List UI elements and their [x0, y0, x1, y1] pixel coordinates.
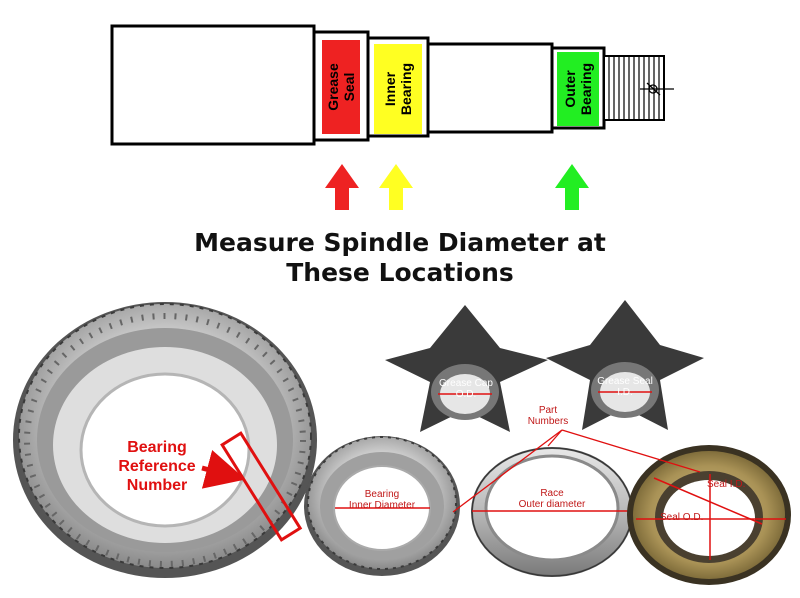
svg-text:Inner: Inner	[382, 71, 398, 106]
grease-seal-id-label: Grease Seal I.D.	[597, 376, 653, 398]
headline-line-2: These Locations	[286, 258, 514, 287]
svg-text:Seal: Seal	[341, 73, 357, 102]
bearing-reference-arrow	[201, 449, 246, 489]
grease-seal-label: Grease Seal	[325, 63, 357, 111]
headline-line-1: Measure Spindle Diameter at	[194, 228, 606, 257]
outer-bearing-band	[557, 52, 599, 126]
spindle-threads	[608, 56, 660, 120]
seal-od-label: Seal O.D.	[660, 512, 704, 523]
part-numbers-leaders	[452, 429, 701, 513]
red-arrow-icon	[325, 164, 359, 210]
bearing-reference-highlight	[220, 431, 303, 542]
grease-seal-band	[322, 40, 360, 134]
svg-text:Grease: Grease	[325, 63, 341, 111]
inner-bearing-band	[374, 44, 422, 134]
race-photo	[471, 447, 633, 577]
spindle-drawing	[110, 24, 674, 146]
race-outer-diameter-label: Race Outer diameter	[518, 488, 586, 510]
green-arrow-icon	[555, 164, 589, 210]
cotter-pin-icon	[640, 82, 674, 96]
inner-bearing-label: Inner Bearing	[382, 63, 414, 115]
part-numbers-label: Part Numbers	[527, 405, 569, 427]
svg-text:Outer: Outer	[562, 70, 578, 108]
bearing-cone-photo	[13, 302, 317, 578]
seal-photo	[627, 445, 791, 585]
seal-id-label: Seal I.D.	[707, 479, 746, 490]
bearing-reference-callout: Bearing Reference Number	[118, 439, 196, 494]
svg-text:Bearing: Bearing	[578, 63, 594, 115]
seal-diagonal-line	[653, 477, 763, 525]
grease-cap-od-label: Grease Cap O.D.	[439, 378, 493, 400]
bearing-small-photo	[304, 436, 460, 576]
bearing-inner-diameter-label: Bearing Inner Diameter	[348, 489, 416, 511]
svg-text:Bearing: Bearing	[398, 63, 414, 115]
yellow-arrow-icon	[379, 164, 413, 210]
outer-bearing-label: Outer Bearing	[562, 63, 594, 115]
